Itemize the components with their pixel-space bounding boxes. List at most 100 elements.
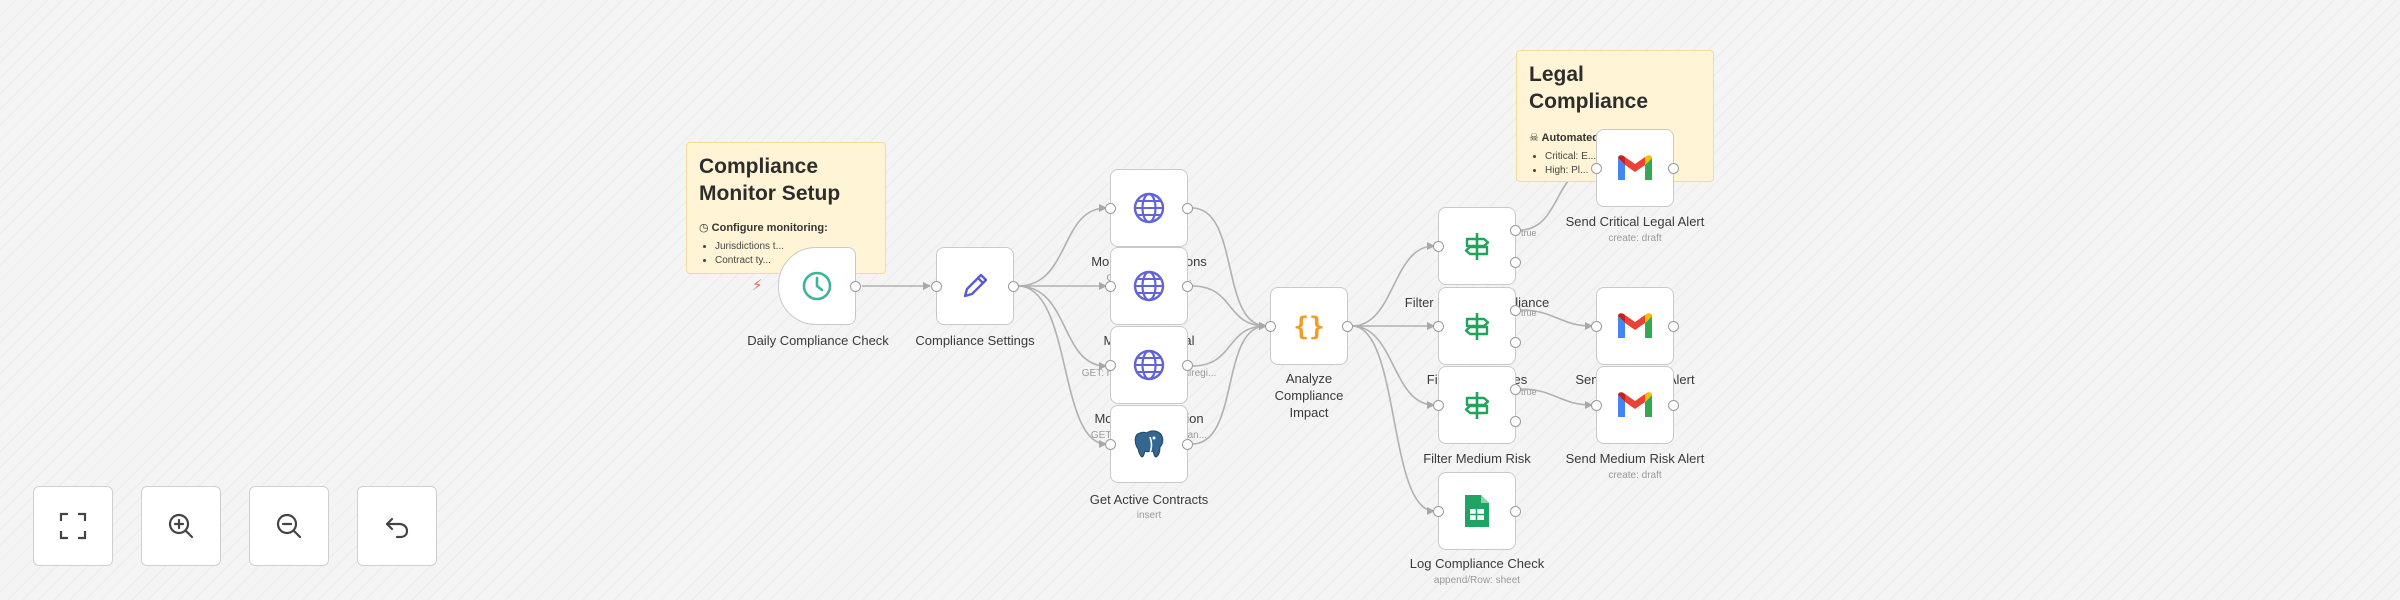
node-monitor-federal[interactable]	[1105, 247, 1193, 325]
output-port[interactable]	[1008, 281, 1019, 292]
input-port[interactable]	[1265, 321, 1276, 332]
input-port[interactable]	[1105, 281, 1116, 292]
node-log-compliance-check[interactable]	[1433, 472, 1521, 550]
output-port[interactable]	[1668, 321, 1679, 332]
input-port[interactable]	[1105, 203, 1116, 214]
input-port[interactable]	[931, 281, 942, 292]
node-analyze-compliance-impact[interactable]: {}	[1265, 287, 1353, 365]
signpost-icon	[1464, 233, 1490, 260]
gmail-icon	[1618, 392, 1652, 417]
node-filter-critical-compliance[interactable]	[1433, 207, 1521, 285]
globe-icon	[1133, 349, 1165, 381]
node-daily-compliance-check[interactable]	[778, 247, 861, 325]
node-sublabel: insert	[1136, 510, 1162, 521]
node-label: Log Compliance Check	[1409, 556, 1545, 571]
edge-settings-to-regulations	[1017, 204, 1107, 287]
node-send-critical-legal-alert[interactable]	[1591, 129, 1679, 207]
node-send-high-risk-alert[interactable]	[1591, 287, 1679, 365]
input-port[interactable]	[1433, 241, 1444, 252]
edge-analyze-to-filter-critical	[1351, 242, 1435, 327]
gmail-icon	[1618, 155, 1652, 180]
sticky-bullet: Contract ty...	[715, 254, 873, 268]
edge-legislation-to-analyze	[1191, 322, 1267, 367]
node-monitor-legislation[interactable]	[1105, 326, 1193, 404]
output-port-true[interactable]	[1510, 225, 1521, 236]
node-label: Daily Compliance Check	[747, 333, 889, 348]
input-port[interactable]	[1433, 321, 1444, 332]
node-label: Filter Medium Risk	[1423, 451, 1531, 466]
node-monitor-regulations[interactable]	[1105, 169, 1193, 247]
undo-button[interactable]	[357, 486, 437, 566]
output-port[interactable]	[1668, 163, 1679, 174]
zoom-in-button[interactable]	[141, 486, 221, 566]
clock-icon	[802, 271, 832, 301]
output-port-true[interactable]	[1510, 305, 1521, 316]
node-label: Send Medium Risk Alert	[1565, 451, 1705, 466]
sticky-subtitle: ◷ Configure monitoring:	[699, 222, 828, 234]
input-port[interactable]	[1105, 439, 1116, 450]
input-port[interactable]	[1591, 400, 1602, 411]
node-label: Get Active Contracts	[1089, 492, 1209, 507]
signpost-icon	[1464, 313, 1490, 340]
edge-regulations-to-analyze	[1191, 207, 1267, 330]
edge-analyze-to-log	[1351, 325, 1435, 515]
output-port[interactable]	[1510, 506, 1521, 517]
sticky-bullets: Critical: E... ...l review High: Pl...	[1529, 150, 1701, 178]
sticky-note-setup[interactable]: Compliance Monitor Setup ◷ Configure mon…	[686, 142, 886, 274]
sticky-title: Compliance Monitor Setup	[699, 155, 841, 205]
edge-federal-to-analyze	[1191, 285, 1267, 330]
node-label: Compliance Settings	[915, 333, 1035, 348]
node-sublabel: append/Row: sheet	[1433, 575, 1521, 586]
output-port[interactable]	[1182, 360, 1193, 371]
output-port-true[interactable]	[1510, 384, 1521, 395]
output-port-false[interactable]	[1510, 416, 1521, 427]
svg-text:{}: {}	[1293, 312, 1324, 342]
output-port-false[interactable]	[1510, 257, 1521, 268]
signpost-icon	[1464, 392, 1490, 419]
input-port[interactable]	[1591, 321, 1602, 332]
input-port[interactable]	[1433, 400, 1444, 411]
node-get-active-contracts[interactable]	[1105, 405, 1193, 483]
edge-analyze-to-filter-medium	[1351, 325, 1435, 409]
edge-filter-medium-to-send	[1519, 388, 1593, 409]
zoom-out-icon	[276, 513, 302, 539]
node-filter-medium-risk[interactable]	[1433, 366, 1521, 444]
fullscreen-icon	[59, 512, 87, 540]
skull-icon: ☠	[1529, 132, 1539, 144]
braces-icon: {}	[1293, 312, 1324, 342]
clock-icon: ◷	[699, 222, 709, 234]
output-port[interactable]	[1182, 439, 1193, 450]
sticky-bullet: High: Pl...	[1545, 164, 1701, 178]
fit-view-button[interactable]	[33, 486, 113, 566]
edge-filter-high-to-send	[1519, 309, 1593, 330]
output-port[interactable]	[1182, 203, 1193, 214]
output-port[interactable]	[850, 281, 861, 292]
node-sublabel: create: draft	[1608, 470, 1662, 481]
elephant-icon	[1134, 430, 1164, 458]
globe-icon	[1133, 270, 1165, 302]
edge-settings-to-contracts	[1017, 285, 1107, 448]
node-compliance-settings[interactable]	[931, 247, 1019, 325]
input-port[interactable]	[1591, 163, 1602, 174]
undo-icon	[385, 517, 409, 539]
output-port[interactable]	[1182, 281, 1193, 292]
edge-label: true	[1521, 228, 1537, 238]
trigger-bolt-icon: ⚡	[752, 277, 763, 294]
gmail-icon	[1618, 313, 1652, 338]
output-port[interactable]	[1668, 400, 1679, 411]
globe-icon	[1133, 192, 1165, 224]
zoom-out-button[interactable]	[249, 486, 329, 566]
output-port[interactable]	[1342, 321, 1353, 332]
sticky-bullet: Jurisdictions t...	[715, 240, 873, 254]
node-sublabel: create: draft	[1608, 233, 1662, 244]
input-port[interactable]	[1105, 360, 1116, 371]
output-port-false[interactable]	[1510, 337, 1521, 348]
edge-contracts-to-analyze	[1191, 322, 1267, 445]
sticky-title: Legal Compliance	[1529, 63, 1649, 113]
input-port[interactable]	[1433, 506, 1444, 517]
pencil-icon	[963, 273, 988, 298]
node-send-medium-risk-alert[interactable]	[1591, 366, 1679, 444]
node-filter-high-issues[interactable]	[1433, 287, 1521, 365]
edge-label: true	[1521, 387, 1537, 397]
